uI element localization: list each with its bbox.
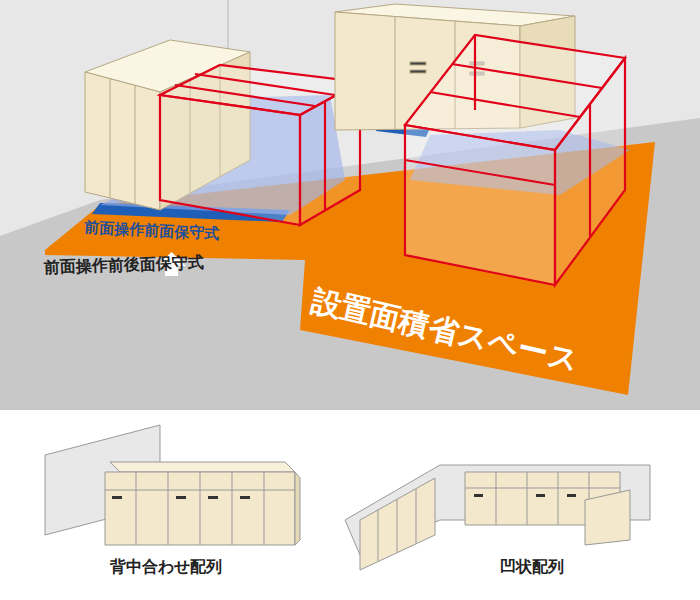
floor — [0, 0, 700, 410]
caption-label: 凹状配列 — [500, 557, 564, 576]
removed-space-box — [160, 65, 360, 225]
caption-label: 背中合わせ配列 — [110, 557, 222, 576]
bottom-ground — [0, 410, 700, 600]
back-to-back-illustration — [45, 425, 300, 545]
removed-space-box — [405, 35, 625, 285]
u-shaped-illustration — [345, 465, 650, 570]
